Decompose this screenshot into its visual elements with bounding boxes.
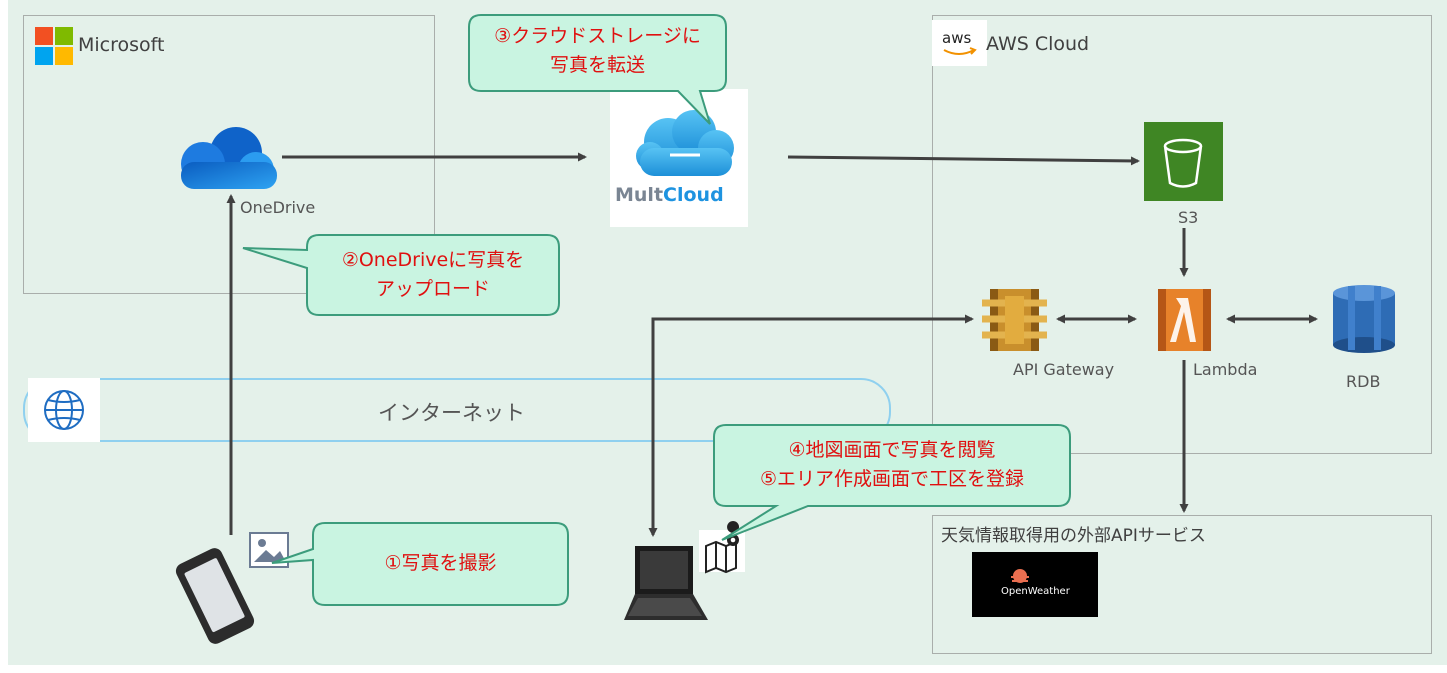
laptop-icon	[624, 546, 708, 620]
callout-step1	[271, 522, 569, 606]
lambda-icon	[1158, 289, 1211, 351]
smartphone-icon	[175, 548, 255, 644]
callout-step3-line2: 写真を転送	[549, 54, 645, 76]
lambda-label: Lambda	[1193, 360, 1258, 379]
internet-label: インターネット	[378, 401, 525, 425]
multcloud-logo-suffix: Cloud	[663, 184, 724, 206]
photo-icon	[249, 532, 289, 568]
onedrive-label: OneDrive	[240, 198, 316, 217]
rdb-database-icon	[1333, 285, 1395, 353]
callout-step2-line1: ②OneDriveに写真を	[341, 249, 525, 271]
arrow-multcloud-to-s3	[787, 155, 1140, 166]
openweather-logo-text: OpenWeather	[1001, 586, 1070, 597]
callout-step3	[468, 14, 727, 125]
callout-step2-line2: アップロード	[375, 278, 490, 300]
map-icon	[699, 521, 745, 574]
api-gateway-icon	[982, 289, 1047, 351]
s3-bucket-icon	[1144, 122, 1223, 201]
multcloud-logo-text: MultCloud	[615, 184, 724, 206]
onedrive-cloud-icon	[181, 127, 277, 189]
globe-icon	[44, 390, 84, 430]
callout-step5-line: ⑤エリア作成画面で工区を登録	[759, 468, 1025, 490]
callout-step4-5-text: ④地図画面で写真を閲覧 ⑤エリア作成画面で工区を登録	[714, 436, 1070, 494]
external-api-region-label: 天気情報取得用の外部APIサービス	[941, 526, 1206, 546]
external-api-region	[932, 515, 1432, 654]
aws-region	[932, 15, 1432, 454]
s3-label: S3	[1178, 208, 1199, 227]
callout-step2-text: ②OneDriveに写真を アップロード	[307, 246, 559, 304]
aws-region-label: AWS Cloud	[986, 33, 1090, 55]
callout-step4-line: ④地図画面で写真を閲覧	[788, 439, 996, 461]
microsoft-region-label: Microsoft	[78, 34, 165, 56]
connectors	[226, 152, 1318, 537]
openweather-logo-icon	[972, 552, 1098, 617]
rdb-label: RDB	[1346, 372, 1381, 391]
callout-step1-text: ①写真を撮影	[313, 549, 568, 578]
aws-logo-text: aws	[942, 29, 972, 47]
multcloud-logo-prefix: Mult	[615, 184, 664, 206]
arrow-laptop-apigw	[648, 314, 974, 537]
callouts	[242, 14, 1071, 606]
callout-step3-line1: ③クラウドストレージに	[494, 25, 701, 47]
api-gateway-label: API Gateway	[1013, 360, 1115, 379]
aws-logo-icon	[932, 20, 987, 66]
callout-step4-5	[713, 424, 1071, 541]
microsoft-logo-icon	[35, 27, 73, 65]
callout-step2	[242, 234, 560, 316]
multcloud-logo-icon	[610, 89, 748, 227]
callout-step1-line: ①写真を撮影	[384, 552, 497, 574]
microsoft-region	[23, 15, 435, 294]
callout-step3-text: ③クラウドストレージに 写真を転送	[469, 22, 726, 80]
